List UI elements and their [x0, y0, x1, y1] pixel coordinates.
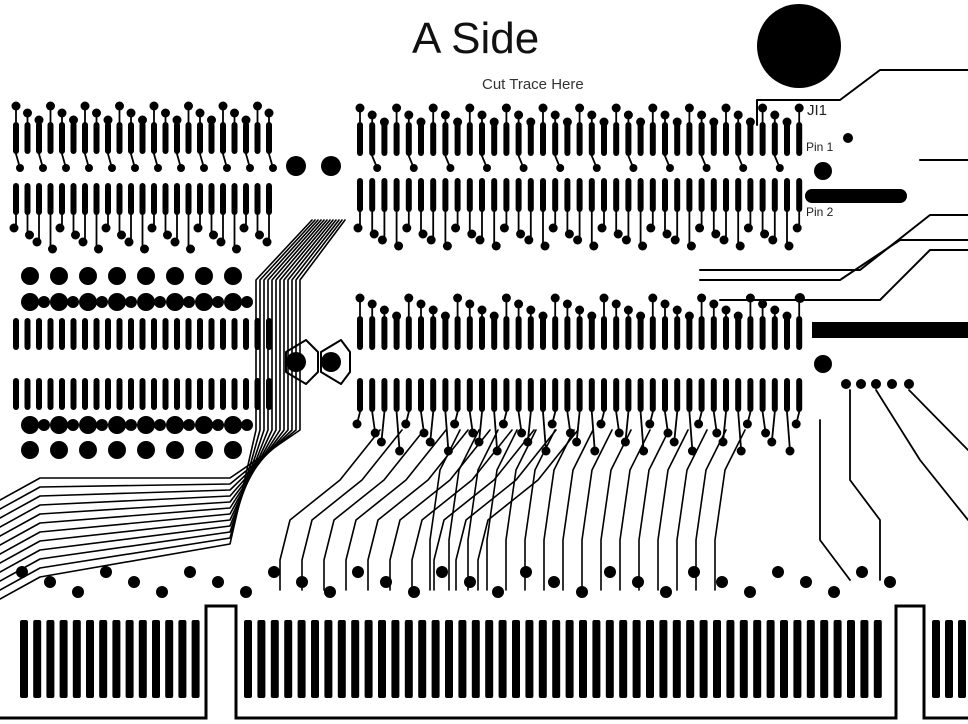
board-outline [0, 604, 968, 720]
edge-connector-fingers [20, 620, 966, 698]
page-title: A Side [412, 14, 540, 63]
cut-trace-label: Cut Trace Here [482, 76, 584, 93]
pin2-label: Pin 2 [806, 205, 834, 219]
connector-label: JI1 [807, 102, 828, 119]
pcb-traces [0, 69, 968, 600]
pcb-pads [9, 4, 914, 598]
pin1-label: Pin 1 [806, 140, 834, 154]
